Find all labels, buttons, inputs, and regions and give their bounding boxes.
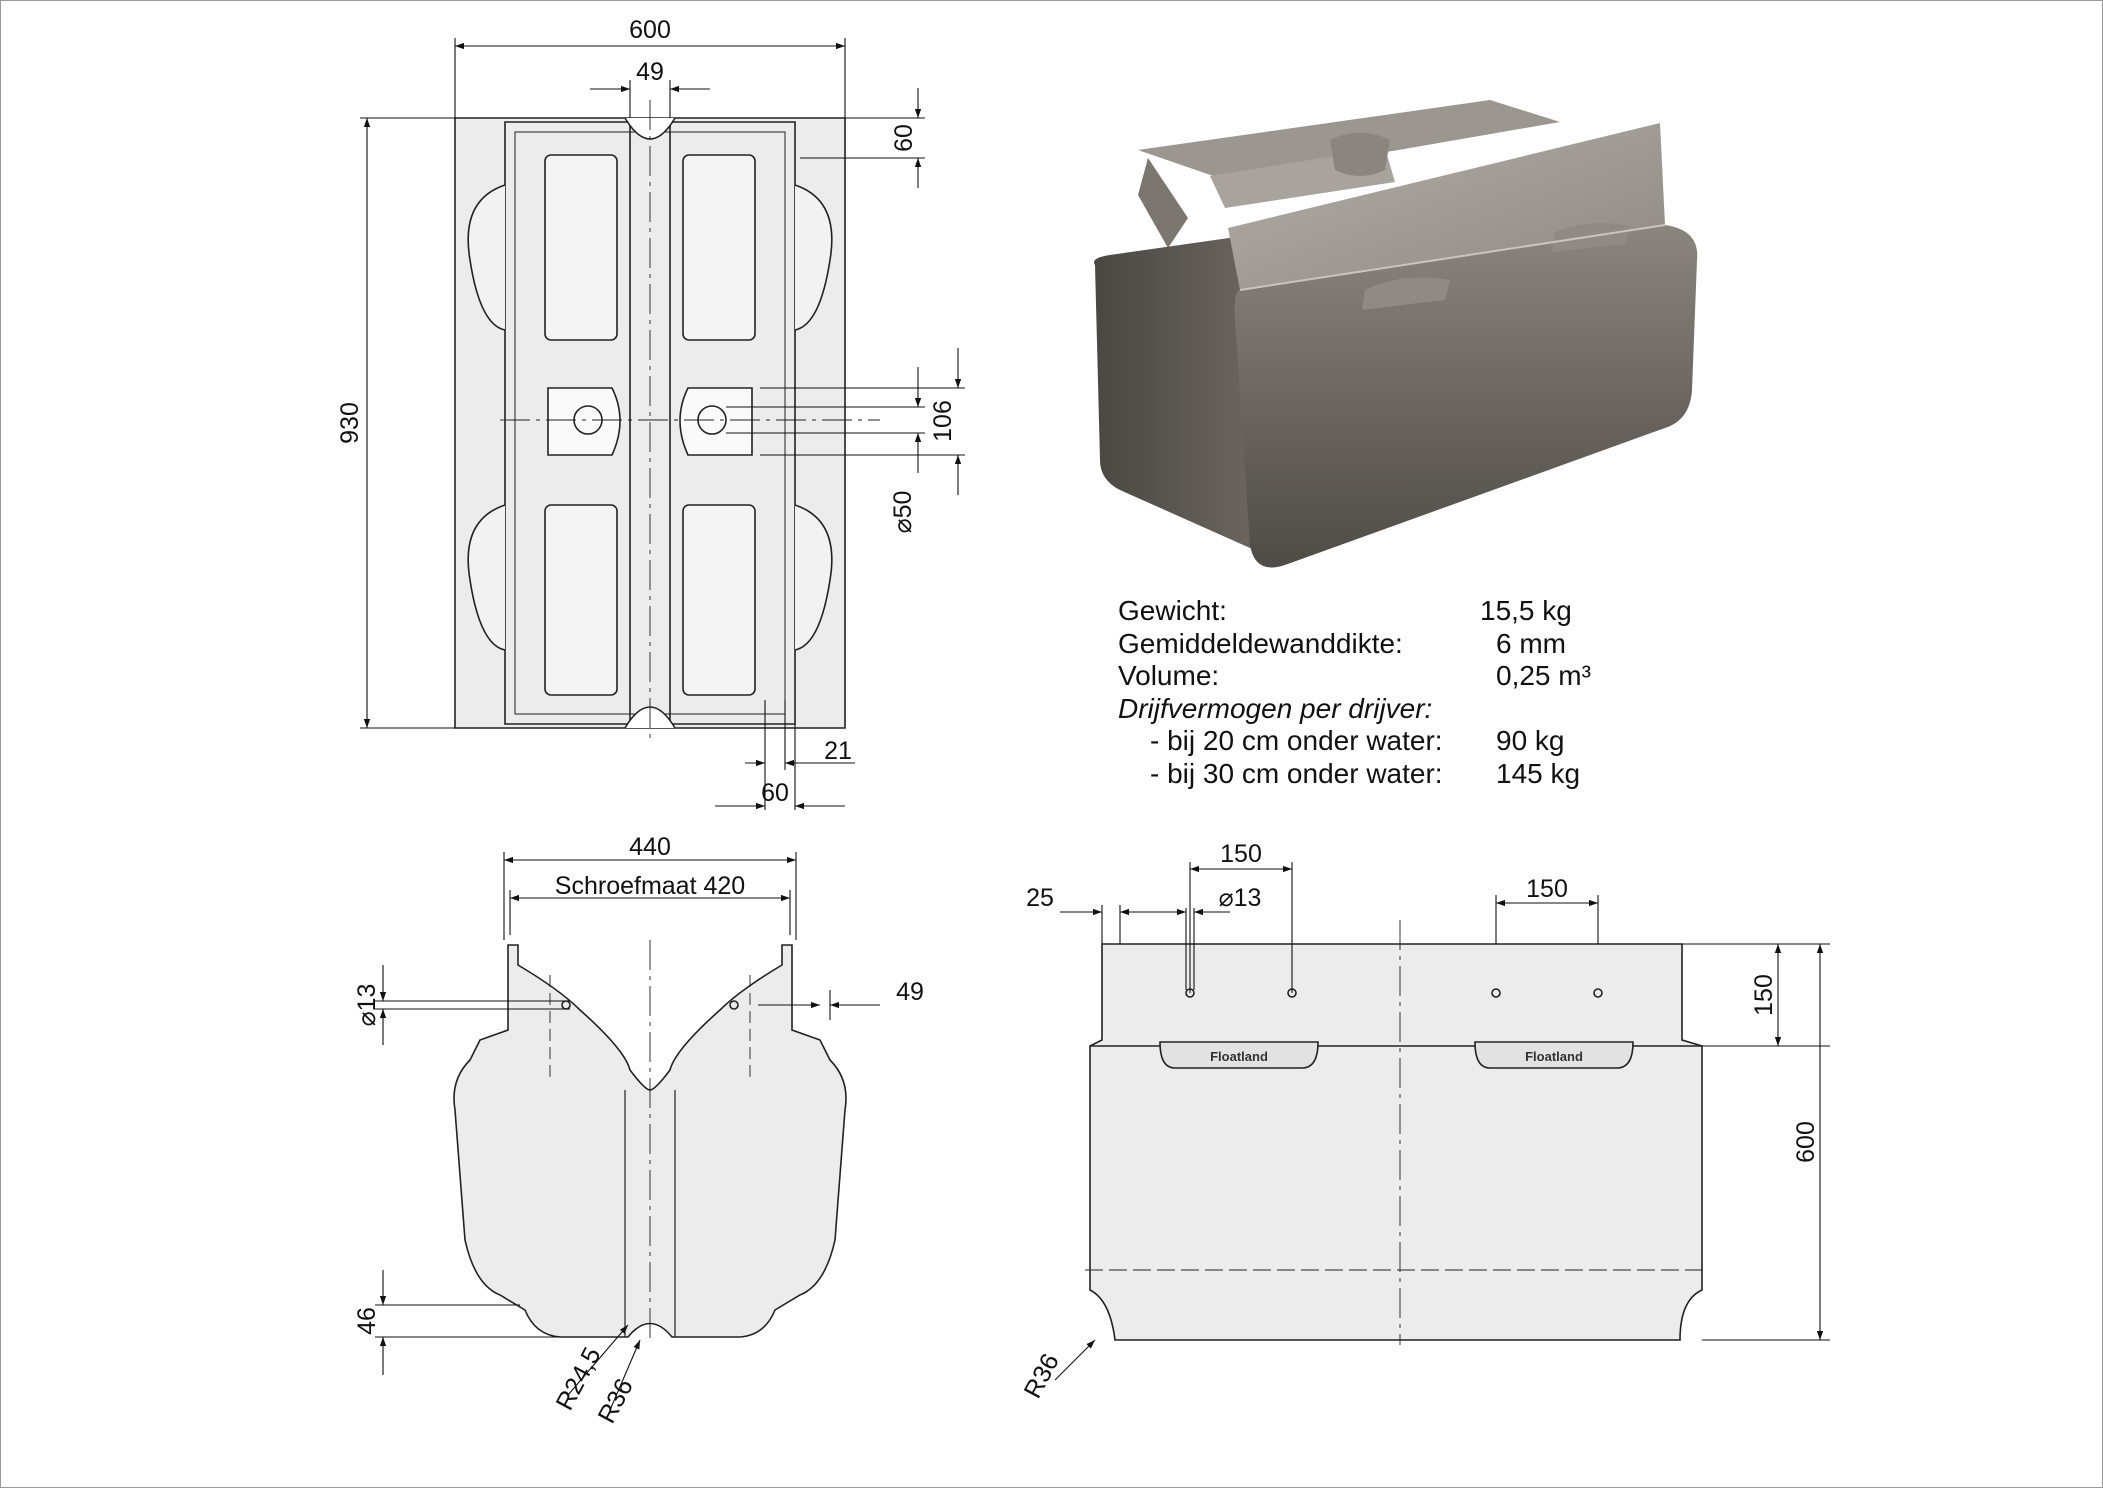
dim-top-end-offset: 60 (890, 124, 918, 152)
side-view-logos: Floatland Floatland (1210, 1049, 1583, 1064)
side-view-logo-right: Floatland (1525, 1049, 1583, 1064)
dim-side-hole-diameter: ⌀13 (1219, 884, 1262, 912)
spec-buoyancy-label: Drijfvermogen per drijver: (1118, 692, 1433, 724)
spec-volume-value: 0,25 m³ (1496, 660, 1591, 691)
spec-weight-value: 15,5 kg (1480, 595, 1572, 626)
dim-top-center-gap: 49 (636, 58, 664, 86)
dim-top-rim-width: 21 (824, 737, 852, 765)
dim-top-hole-spacing: 106 (929, 400, 957, 442)
spec-buoyancy-20-value: 90 kg (1496, 725, 1565, 756)
dim-end-outer-radius: R36 (593, 1374, 639, 1428)
side-view (1085, 920, 1705, 1345)
spec-weight-label: Gewicht: (1118, 595, 1227, 626)
spec-wall-label: Gemiddeldewanddikte: (1118, 627, 1403, 659)
top-view (454, 100, 880, 740)
dim-top-length: 930 (336, 402, 364, 444)
dim-side-hole-pitch-left: 150 (1220, 840, 1262, 868)
dim-top-rim-offset: 60 (761, 779, 789, 807)
dim-end-flange-offset: 49 (896, 978, 924, 1006)
dim-end-bolt-span: 440 (629, 833, 671, 861)
dim-top-width: 600 (629, 16, 671, 44)
dimensions (360, 38, 1830, 1411)
dim-side-flange-height: 150 (1750, 974, 1778, 1016)
float-render-image (1094, 100, 1698, 568)
dim-end-bottom-height: 46 (353, 1307, 381, 1335)
end-view (453, 940, 847, 1340)
spec-buoyancy-20-label: - bij 20 cm onder water: (1150, 725, 1443, 756)
dim-top-hole-diameter: ⌀50 (889, 491, 917, 534)
dim-end-bolt-span-label: Schroefmaat 420 (555, 872, 745, 900)
spec-buoyancy-30-label: - bij 30 cm onder water: (1150, 757, 1443, 789)
spec-volume-label: Volume: (1118, 660, 1220, 691)
spec-buoyancy-30-value: 145 kg (1496, 757, 1581, 789)
side-view-logo-left: Floatland (1210, 1049, 1268, 1064)
dim-side-edge-offset: 25 (1026, 884, 1054, 912)
dim-side-hole-pitch-right: 150 (1526, 875, 1568, 903)
dim-side-overall-height: 600 (1792, 1121, 1820, 1163)
dim-end-hole-diameter: ⌀13 (353, 984, 381, 1027)
spec-wall-value: 6 mm (1496, 627, 1566, 659)
dim-side-corner-radius: R36 (1019, 1349, 1065, 1403)
